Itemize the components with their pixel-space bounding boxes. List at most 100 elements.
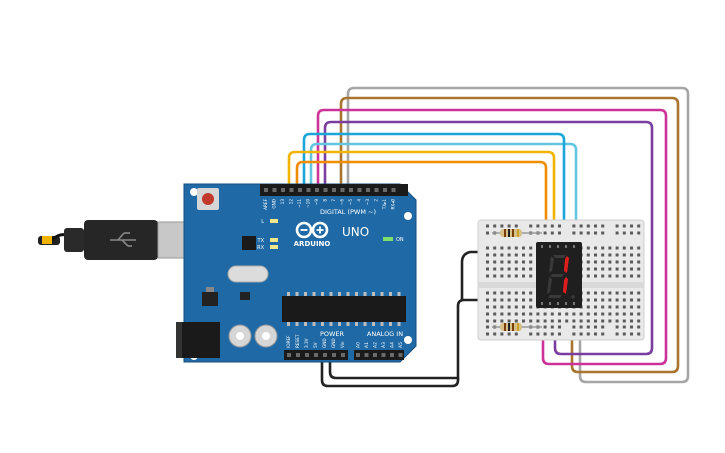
- breadboard-hole[interactable]: [601, 312, 605, 316]
- breadboard-hole[interactable]: [543, 332, 547, 336]
- breadboard-hole[interactable]: [579, 319, 583, 323]
- breadboard-hole[interactable]: [514, 291, 518, 295]
- breadboard-hole[interactable]: [586, 224, 590, 228]
- breadboard-hole[interactable]: [622, 224, 626, 228]
- breadboard-hole[interactable]: [500, 312, 504, 316]
- digital-pin-hole[interactable]: [349, 188, 353, 192]
- power-pin-hole[interactable]: [287, 353, 291, 357]
- breadboard-hole[interactable]: [622, 253, 626, 257]
- digital-pin-hole[interactable]: [281, 188, 285, 192]
- breadboard-hole[interactable]: [543, 224, 547, 228]
- breadboard-hole[interactable]: [536, 332, 540, 336]
- breadboard-hole[interactable]: [615, 325, 619, 329]
- breadboard-hole[interactable]: [550, 231, 554, 235]
- breadboard-hole[interactable]: [500, 274, 504, 278]
- digital-pin-hole[interactable]: [298, 188, 302, 192]
- breadboard-hole[interactable]: [486, 332, 489, 336]
- breadboard-hole[interactable]: [594, 312, 597, 316]
- breadboard-hole[interactable]: [507, 246, 511, 250]
- breadboard-hole[interactable]: [586, 319, 590, 323]
- analog-pin-hole[interactable]: [390, 353, 394, 357]
- breadboard-hole[interactable]: [637, 231, 641, 235]
- breadboard-hole[interactable]: [622, 325, 626, 329]
- breadboard-hole[interactable]: [615, 231, 619, 235]
- breadboard-hole[interactable]: [608, 312, 612, 316]
- breadboard-hole[interactable]: [500, 253, 504, 257]
- breadboard-hole[interactable]: [601, 332, 605, 336]
- breadboard-hole[interactable]: [586, 291, 590, 295]
- digital-pin-hole[interactable]: [306, 188, 311, 192]
- breadboard-hole[interactable]: [630, 325, 633, 329]
- breadboard-hole[interactable]: [486, 305, 489, 309]
- breadboard-hole[interactable]: [529, 332, 533, 336]
- analog-pin-hole[interactable]: [356, 353, 360, 357]
- breadboard-hole[interactable]: [615, 274, 619, 278]
- digital-pin-hole[interactable]: [340, 188, 345, 192]
- breadboard-hole[interactable]: [522, 246, 525, 250]
- breadboard-hole[interactable]: [601, 246, 605, 250]
- breadboard-hole[interactable]: [500, 305, 504, 309]
- digital-pin-hole[interactable]: [332, 188, 336, 192]
- breadboard-hole[interactable]: [622, 267, 626, 271]
- breadboard-hole[interactable]: [493, 332, 497, 336]
- breadboard-hole[interactable]: [594, 274, 597, 278]
- breadboard-hole[interactable]: [594, 305, 597, 309]
- breadboard-hole[interactable]: [637, 305, 641, 309]
- breadboard-hole[interactable]: [586, 325, 590, 329]
- breadboard-hole[interactable]: [522, 305, 525, 309]
- breadboard-hole[interactable]: [630, 312, 633, 316]
- breadboard-hole[interactable]: [500, 267, 504, 271]
- breadboard-hole[interactable]: [637, 253, 641, 257]
- breadboard-hole[interactable]: [507, 332, 511, 336]
- breadboard-hole[interactable]: [486, 298, 489, 302]
- breadboard-hole[interactable]: [622, 260, 626, 264]
- breadboard-hole[interactable]: [486, 246, 489, 250]
- breadboard-hole[interactable]: [608, 260, 612, 264]
- power-pin-hole[interactable]: [314, 353, 318, 357]
- breadboard-hole[interactable]: [608, 267, 612, 271]
- breadboard-hole[interactable]: [594, 319, 597, 323]
- breadboard-hole[interactable]: [550, 224, 554, 228]
- breadboard-hole[interactable]: [514, 305, 518, 309]
- wire-black-a[interactable]: [320, 298, 480, 388]
- wire-black-c[interactable]: [460, 250, 488, 302]
- breadboard-hole[interactable]: [514, 319, 518, 323]
- breadboard-hole[interactable]: [572, 332, 576, 336]
- breadboard-hole[interactable]: [579, 231, 583, 235]
- breadboard-hole[interactable]: [507, 319, 511, 323]
- wire-purple[interactable]: [323, 120, 654, 356]
- analog-pin-hole[interactable]: [364, 353, 369, 357]
- breadboard-hole[interactable]: [522, 267, 525, 271]
- breadboard-hole[interactable]: [579, 332, 583, 336]
- breadboard-hole[interactable]: [522, 291, 525, 295]
- breadboard-hole[interactable]: [529, 291, 533, 295]
- breadboard-hole[interactable]: [601, 319, 605, 323]
- breadboard-hole[interactable]: [630, 267, 633, 271]
- breadboard-hole[interactable]: [622, 319, 626, 323]
- breadboard-hole[interactable]: [579, 224, 583, 228]
- breadboard-hole[interactable]: [529, 267, 533, 271]
- breadboard-hole[interactable]: [558, 224, 561, 228]
- breadboard-hole[interactable]: [536, 319, 540, 323]
- breadboard-hole[interactable]: [536, 312, 540, 316]
- breadboard-hole[interactable]: [594, 246, 597, 250]
- breadboard-hole[interactable]: [637, 274, 641, 278]
- breadboard-hole[interactable]: [601, 231, 605, 235]
- breadboard-hole[interactable]: [615, 291, 619, 295]
- digital-pin-hole[interactable]: [366, 188, 370, 192]
- power-pin-hole[interactable]: [341, 353, 345, 357]
- breadboard-hole[interactable]: [565, 312, 569, 316]
- breadboard-hole[interactable]: [486, 319, 489, 323]
- breadboard-hole[interactable]: [486, 312, 489, 316]
- breadboard-hole[interactable]: [608, 274, 612, 278]
- breadboard-hole[interactable]: [586, 298, 590, 302]
- breadboard-hole[interactable]: [572, 312, 576, 316]
- breadboard-hole[interactable]: [615, 312, 619, 316]
- breadboard-hole[interactable]: [594, 224, 597, 228]
- breadboard-hole[interactable]: [558, 332, 561, 336]
- breadboard-hole[interactable]: [543, 312, 547, 316]
- digital-pin-hole[interactable]: [357, 188, 362, 192]
- resistor-top[interactable]: [492, 229, 542, 237]
- breadboard-hole[interactable]: [529, 253, 533, 257]
